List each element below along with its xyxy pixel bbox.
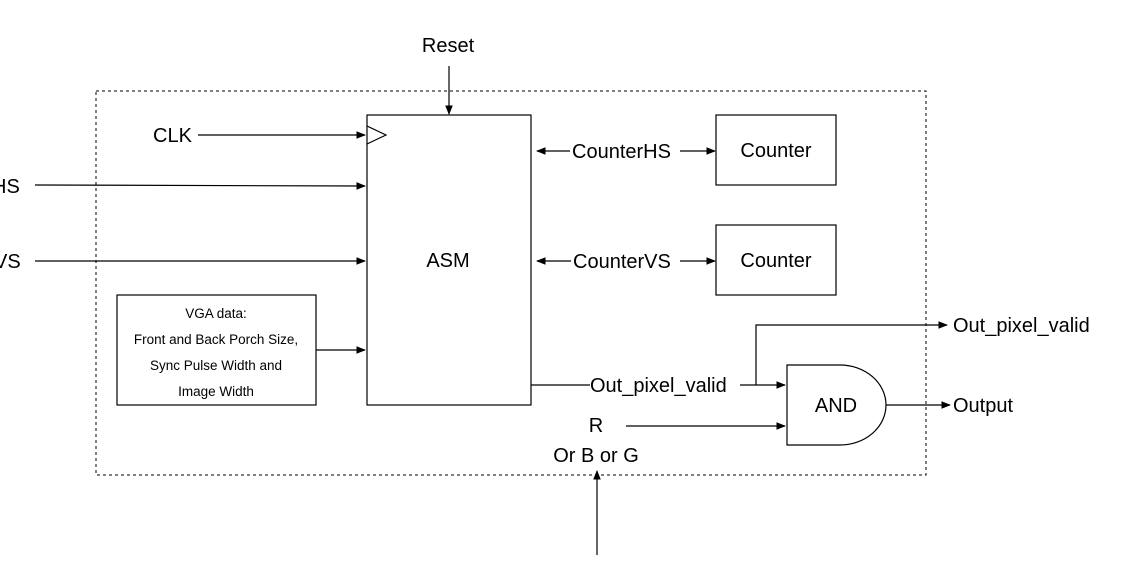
- counter-vs-label: Counter: [740, 250, 811, 272]
- hs-label: HS: [0, 176, 20, 198]
- system-boundary: [95, 90, 927, 476]
- asm-block: [366, 114, 532, 406]
- counterhs-label: CounterHS: [572, 141, 671, 163]
- counter-hs-block: [715, 114, 837, 186]
- and-gate-label: AND: [815, 395, 857, 417]
- reset-label: Reset: [422, 35, 475, 57]
- asm-label: ASM: [426, 250, 469, 272]
- r-label: R: [589, 415, 603, 437]
- and-gate: [786, 364, 887, 446]
- out-pixel-valid-branch: [755, 321, 948, 385]
- vs-label: VS: [0, 251, 21, 273]
- out-pixel-valid-inner-label: Out_pixel_valid: [590, 375, 727, 397]
- vga-data-line4: Image Width: [178, 384, 254, 399]
- clk-label: CLK: [153, 125, 193, 147]
- counter-hs-label: Counter: [740, 140, 811, 162]
- clock-triangle: [366, 125, 388, 145]
- hs-arrow: [34, 182, 366, 190]
- vga-data-box: [116, 294, 317, 406]
- output-label: Output: [953, 395, 1013, 417]
- vga-data-line2: Front and Back Porch Size,: [134, 332, 298, 347]
- out-pixel-valid-outer-label: Out_pixel_valid: [953, 315, 1090, 337]
- or-b-or-g-label: Or B or G: [553, 445, 639, 467]
- counter-vs-block: [715, 224, 837, 296]
- vga-data-line1: VGA data:: [185, 306, 247, 321]
- vga-data-line3: Sync Pulse Width and: [150, 358, 282, 373]
- countervs-label: CounterVS: [573, 251, 671, 273]
